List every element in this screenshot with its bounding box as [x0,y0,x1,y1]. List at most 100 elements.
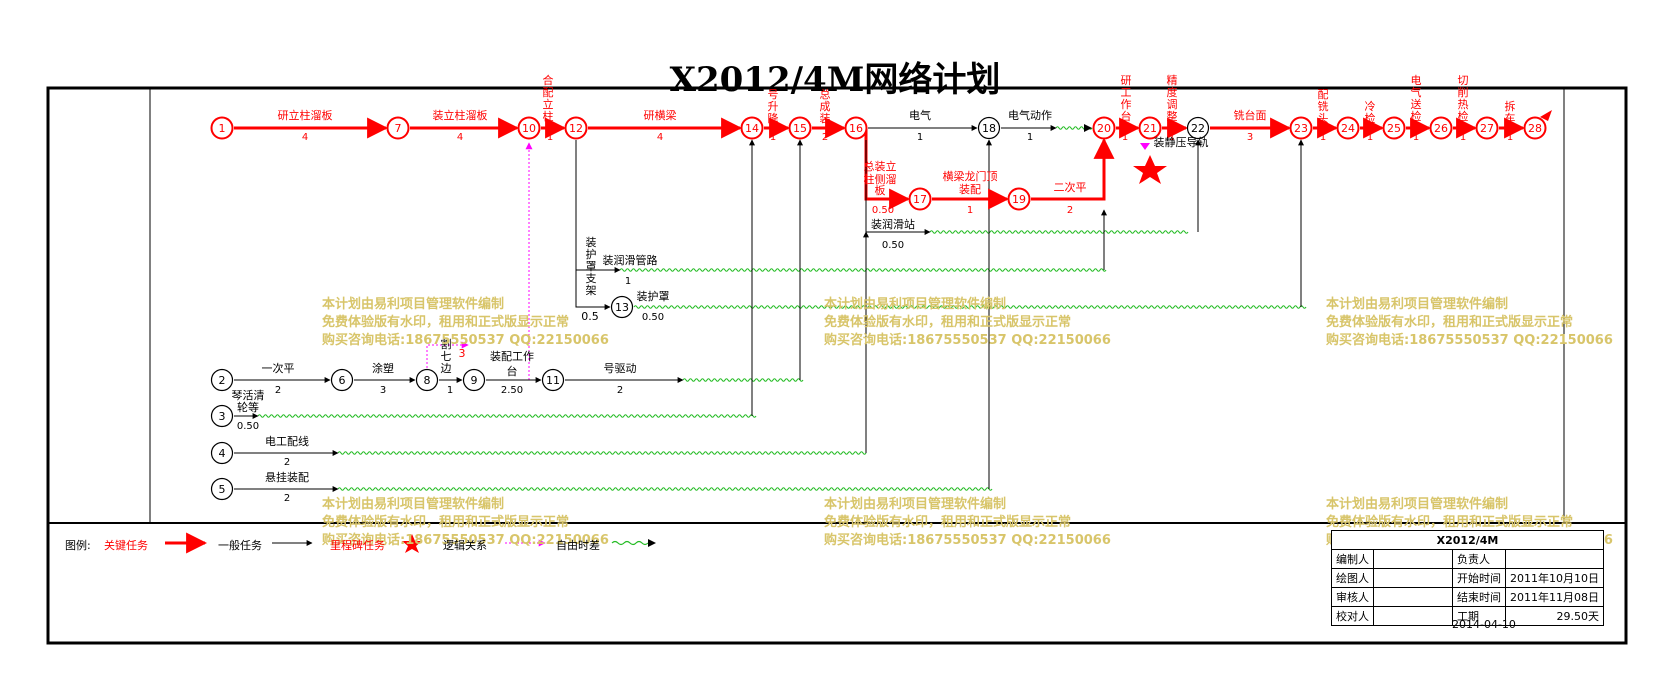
watermark: 本计划由易利项目管理软件编制免费体验版有水印，租用和正式版显示正常购买咨询电话:… [824,296,1111,350]
activity-text: 柱侧溜 [864,172,897,186]
project-code: X2012/4M [1331,530,1604,550]
vertical-activity-name: 罩 [586,260,597,273]
node-21: 21 [1138,116,1162,140]
activity-duration: 1 [625,276,631,287]
duration: 29.50天 [1505,606,1604,626]
activity-text: 总装立 [864,159,897,173]
activity-name: 涂塑 [372,361,394,375]
vertical-activity-name: 检 [1411,109,1422,123]
node-number: 14 [745,122,759,135]
activity-text: 3 [459,347,466,360]
activity-duration: 0.50 [882,240,904,251]
node-9: 9 [462,368,486,392]
activity-text: 装静压导轨 [1154,135,1209,149]
print-date: 2014-04-10 [1452,618,1516,631]
vertical-activity-name: 总 [820,87,831,101]
watermark-line: 本计划由易利项目管理软件编制 [824,497,1007,512]
activity-duration: 1 [1507,132,1513,143]
node-8: 8 [415,368,439,392]
vertical-activity-name: 冷 [1365,100,1376,113]
activity-duration: 0.50 [872,205,894,216]
node-26: 26 [1429,116,1453,140]
activity-text: 琴活清 [232,389,265,402]
info-cell [1373,568,1453,588]
vertical-activity-name: 装 [820,112,831,125]
vertical-activity-name: 削 [1458,85,1469,99]
free-float-lines [257,124,1307,491]
float-line [682,378,804,382]
activity-duration: 1 [917,132,923,143]
activity-duration: 1 [967,205,973,216]
node-11: 11 [541,368,565,392]
milestone-marker-icon [1140,143,1150,150]
activity-name: 横梁龙门顶 [943,169,998,183]
info-cell [1505,549,1604,569]
vertical-activity-name: 铣 [1318,99,1329,113]
activity-name: 装润滑管路 [603,253,658,267]
float-arrowhead [1084,124,1092,132]
vertical-activity-name: 电 [1411,74,1422,87]
vertical-activity-name: 切 [1458,74,1469,87]
vertical-activity-name: 精 [1167,74,1178,87]
node-number: 26 [1434,122,1448,135]
info-cell: 结束时间 [1452,587,1506,607]
watermark: 本计划由易利项目管理软件编制免费体验版有水印，租用和正式版显示正常购买咨询电话:… [1326,296,1613,350]
node-number: 12 [569,122,583,135]
node-number: 21 [1143,122,1157,135]
activity-duration: 4 [302,132,308,143]
activity-duration: 1 [447,385,453,396]
node-number: 22 [1191,122,1205,135]
legend-label: 图例: [65,539,91,552]
node-number: 10 [522,122,536,135]
node-5: 5 [210,477,234,501]
vertical-activity-name: 合 [543,73,554,87]
activity-text: 台 [507,364,518,378]
node-2: 2 [210,368,234,392]
watermark-line: 购买咨询电话:18675550537 QQ:22150066 [824,333,1111,348]
activity-duration: 4 [457,132,463,143]
node-23: 23 [1289,116,1313,140]
watermark-line: 购买咨询电话:18675550537 QQ:22150066 [322,333,609,348]
activity-name: 号驱动 [604,362,637,375]
node-number: 8 [424,374,431,387]
vertical-activity-name: 检 [1458,109,1469,123]
vertical-activity-name: 拆 [1505,99,1516,113]
node-6: 6 [330,368,354,392]
activity-name: 一次平 [262,361,295,375]
vertical-activity-name: 台 [1121,109,1132,123]
vertical-activity-name: 降 [768,111,779,125]
node-number: 17 [913,193,927,206]
float-line [337,487,993,491]
vertical-activity-name: 边 [441,362,452,375]
activity-text: 轮等 [237,400,259,414]
activity-text: 0.5 [581,310,599,323]
activity-arrow [865,140,931,235]
activity-duration: 1 [770,132,776,143]
legend-symbols [165,532,656,554]
node-28: 28 [1523,116,1547,140]
node-number: 2 [219,374,226,387]
watermark-line: 免费体验版有水印，租用和正式版显示正常 [322,515,570,530]
node-3: 3 [210,404,234,428]
node-number: 9 [471,374,478,387]
legend-logic-relation: 逻辑关系 [443,539,487,552]
info-cell [1373,549,1453,569]
activity-duration: 4 [657,132,663,143]
end-flag-icon [1540,110,1552,121]
node-16: 16 [844,116,868,140]
activity-duration: 1 [1460,132,1466,143]
legend-normal-task: 一般任务 [218,539,262,552]
activity-duration: 1 [1413,132,1419,143]
activity-duration: 3 [380,385,386,396]
info-cell: 负责人 [1452,549,1506,569]
info-cell: 审核人 [1331,587,1374,607]
float-line [257,414,757,418]
activity-duration: 2 [275,385,281,396]
activity-name: 电气 [909,108,931,122]
watermark-line: 本计划由易利项目管理软件编制 [322,497,505,512]
vertical-activity-name: 头 [1318,112,1329,125]
node-number: 25 [1387,122,1401,135]
activity-duration: 1 [1169,132,1175,143]
